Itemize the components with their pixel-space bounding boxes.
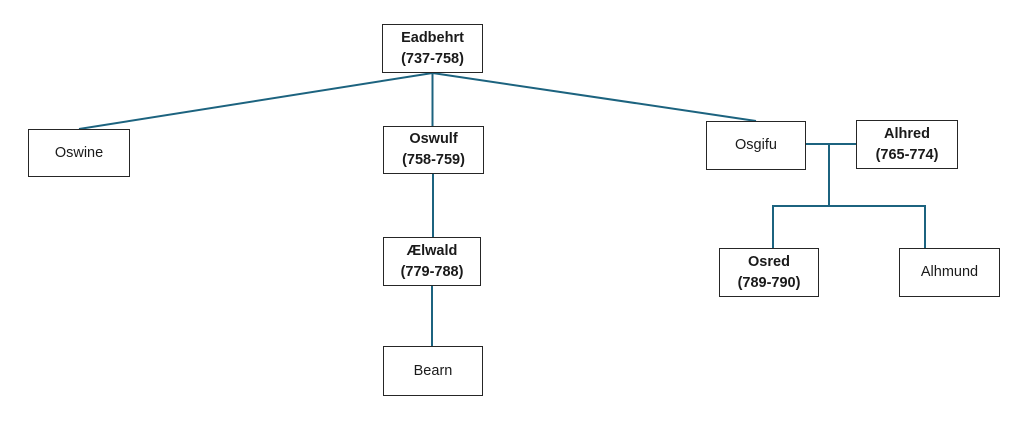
- node-osred-name: Osred: [748, 253, 790, 270]
- node-aelwald: Ælwald (779-788): [383, 237, 481, 286]
- node-alhred-dates: (765-774): [875, 146, 939, 163]
- node-osred-dates: (789-790): [737, 274, 801, 291]
- node-eadbehrt-dates: (737-758): [401, 50, 464, 67]
- node-aelwald-dates: (779-788): [400, 263, 464, 280]
- node-oswine: Oswine: [28, 129, 130, 177]
- node-oswine-name: Oswine: [54, 144, 104, 161]
- node-bearn: Bearn: [383, 346, 483, 396]
- node-alhred-name: Alhred: [884, 125, 930, 142]
- node-osred: Osred (789-790): [719, 248, 819, 297]
- node-alhmund: Alhmund: [899, 248, 1000, 297]
- node-bearn-name: Bearn: [413, 362, 453, 379]
- node-osgifu: Osgifu: [706, 121, 806, 170]
- node-eadbehrt: Eadbehrt (737-758): [382, 24, 483, 73]
- node-aelwald-name: Ælwald: [406, 242, 458, 259]
- node-eadbehrt-name: Eadbehrt: [401, 29, 464, 46]
- node-oswulf: Oswulf (758-759): [383, 126, 484, 174]
- node-alhmund-name: Alhmund: [920, 264, 979, 280]
- edge-eadbehrt-osgifu: [432, 72, 757, 122]
- node-alhred: Alhred (765-774): [856, 120, 958, 169]
- node-oswulf-name: Oswulf: [409, 131, 458, 147]
- edge-eadbehrt-oswine: [78, 72, 433, 130]
- node-oswulf-dates: (758-759): [402, 152, 465, 168]
- node-osgifu-name: Osgifu: [735, 137, 777, 153]
